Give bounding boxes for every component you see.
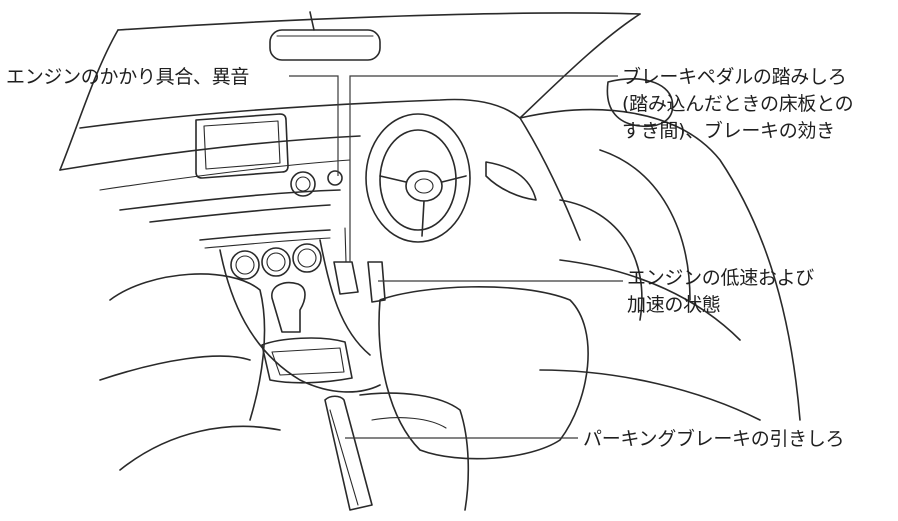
label-engine-start: エンジンのかかり具合、異音 bbox=[6, 64, 249, 91]
gear-shifter bbox=[271, 281, 306, 333]
label-brake-line-2: (踏み込んだときの床板との bbox=[622, 93, 854, 115]
climate-knob-left bbox=[230, 250, 260, 280]
brake-pedal bbox=[333, 261, 359, 295]
center-console bbox=[219, 249, 381, 393]
driver-seat bbox=[378, 286, 589, 460]
label-engine-speed: エンジンの低速および 加速の状態 bbox=[627, 265, 814, 319]
leader-brake bbox=[349, 75, 618, 262]
rear-view-mirror bbox=[269, 29, 381, 61]
shift-gate bbox=[261, 337, 353, 384]
door-handle bbox=[485, 161, 537, 201]
windshield-top-edge bbox=[117, 12, 641, 31]
left-air-vent bbox=[290, 171, 316, 197]
door-panel bbox=[519, 108, 801, 421]
climate-knob-center bbox=[261, 247, 291, 277]
dashboard-top bbox=[79, 98, 521, 129]
rear-console bbox=[359, 392, 470, 511]
leader-engine-start bbox=[289, 75, 339, 176]
label-brake-line-3: すき間)、ブレーキの効き bbox=[622, 120, 835, 142]
label-parking-brake-text: パーキングブレーキの引きしろ bbox=[583, 428, 845, 450]
label-engine-start-text: エンジンのかかり具合、異音 bbox=[6, 66, 250, 88]
label-engine-speed-line-2: 加速の状態 bbox=[627, 294, 721, 316]
climate-knob-right bbox=[292, 243, 322, 273]
infotainment-screen bbox=[195, 113, 289, 179]
parking-brake-lever bbox=[324, 395, 373, 511]
label-brake-pedal: ブレーキペダルの踏みしろ (踏み込んだときの床板との すき間)、ブレーキの効き bbox=[622, 64, 854, 145]
center-vent bbox=[327, 170, 343, 186]
steering-wheel-outer bbox=[365, 113, 471, 243]
right-a-pillar bbox=[519, 13, 641, 119]
mirror-stem bbox=[309, 11, 315, 31]
label-engine-speed-line-1: エンジンの低速および bbox=[627, 267, 815, 289]
passenger-seat bbox=[109, 273, 266, 421]
label-brake-line-1: ブレーキペダルの踏みしろ bbox=[622, 66, 847, 88]
windshield-left-pillar bbox=[59, 29, 119, 171]
steering-wheel-inner bbox=[379, 129, 457, 231]
label-parking-brake: パーキングブレーキの引きしろ bbox=[583, 426, 845, 453]
accelerator-pedal bbox=[367, 261, 386, 303]
side-mirror bbox=[606, 78, 674, 128]
steering-hub bbox=[405, 170, 443, 202]
